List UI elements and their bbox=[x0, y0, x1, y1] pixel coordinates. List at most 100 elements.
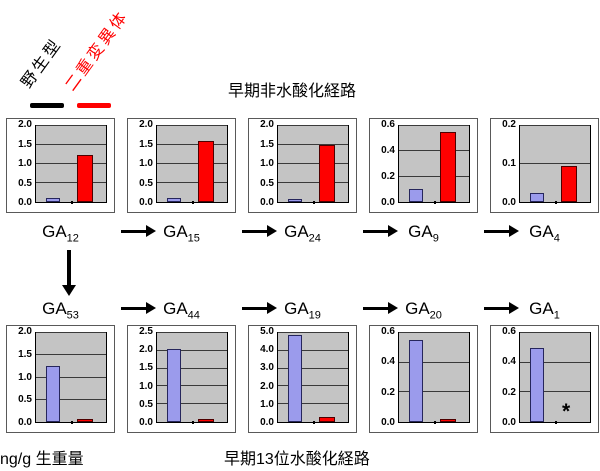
y-tick-label: 0.4 bbox=[502, 356, 516, 368]
gridline bbox=[157, 403, 227, 405]
arrow-right-icon bbox=[242, 302, 277, 314]
bar-wildtype bbox=[45, 366, 61, 422]
y-tick-label: 0.0 bbox=[502, 417, 516, 428]
legend-swatch-wildtype bbox=[30, 103, 64, 108]
y-tick-label: 1.5 bbox=[139, 362, 153, 374]
compound-label-GA24: GA24 bbox=[284, 222, 321, 245]
y-tick-label: 5.0 bbox=[260, 326, 274, 337]
gridline bbox=[36, 376, 106, 378]
compound-subscript: 53 bbox=[66, 309, 79, 322]
gridline bbox=[399, 391, 469, 393]
gridline bbox=[520, 361, 590, 363]
compound-subscript: 1 bbox=[553, 309, 560, 322]
legend-label-wildtype: 野生型 bbox=[18, 35, 66, 92]
arrow-right-icon bbox=[363, 302, 398, 314]
gridline bbox=[399, 175, 469, 177]
y-tick-label: 0.4 bbox=[381, 356, 395, 368]
y-tick-label: 0.6 bbox=[381, 119, 395, 130]
compound-label-cell: GA19 bbox=[248, 298, 398, 326]
compound-subscript: 4 bbox=[553, 232, 560, 245]
gridline bbox=[278, 163, 348, 164]
gridline bbox=[399, 332, 469, 333]
bar-wildtype bbox=[408, 189, 424, 202]
x-axis-tick bbox=[71, 421, 73, 424]
gridline bbox=[399, 361, 469, 363]
y-tick-label: 2.0 bbox=[139, 119, 153, 130]
gridline bbox=[278, 349, 348, 351]
bar-wildtype bbox=[45, 198, 61, 202]
bar-double-mutant bbox=[198, 419, 214, 422]
y-tick-label: 2.0 bbox=[139, 344, 153, 356]
bar-wildtype bbox=[529, 347, 545, 422]
compound-label-GA15: GA15 bbox=[163, 222, 200, 245]
y-tick-label: 0.0 bbox=[260, 197, 274, 208]
y-tick-label: 0.6 bbox=[381, 326, 395, 337]
compound-label-GA19: GA19 bbox=[284, 299, 321, 322]
gridline bbox=[278, 182, 348, 183]
compound-label-cell: GA4 bbox=[490, 221, 599, 249]
plot-area bbox=[277, 332, 349, 424]
compound-subscript: 20 bbox=[429, 309, 442, 322]
y-tick-label: 2.5 bbox=[139, 326, 153, 337]
bar-double-mutant bbox=[561, 165, 577, 202]
compound-subscript: 19 bbox=[308, 309, 321, 322]
compound-label-cell: GA53 bbox=[6, 298, 156, 326]
arrow-down-icon bbox=[62, 250, 76, 296]
gridline bbox=[399, 125, 469, 126]
bar-wildtype bbox=[166, 349, 182, 422]
y-tick-label: 0.0 bbox=[18, 417, 32, 428]
compound-label-GA9: GA9 bbox=[408, 222, 439, 245]
bar-wildtype bbox=[287, 199, 303, 202]
y-tick-label: 0.5 bbox=[18, 177, 32, 189]
y-tick-label: 0.4 bbox=[381, 145, 395, 157]
compound-subscript: 12 bbox=[66, 232, 79, 245]
y-tick-label: 2.0 bbox=[18, 119, 32, 130]
pathway-title-13-hydroxylation: 早期13位水酸化経路 bbox=[224, 451, 370, 468]
gridline bbox=[157, 367, 227, 369]
gridline bbox=[157, 349, 227, 351]
bar-double-mutant bbox=[198, 141, 214, 202]
x-axis-tick bbox=[192, 201, 194, 204]
plot-area bbox=[156, 125, 228, 204]
y-tick-label: 0.0 bbox=[260, 417, 274, 428]
bar-double-mutant bbox=[77, 419, 93, 422]
compound-label-GA12: GA12 bbox=[42, 222, 79, 245]
gridline bbox=[520, 163, 590, 164]
compound-label-GA44: GA44 bbox=[163, 299, 200, 322]
arrow-right-icon bbox=[121, 225, 156, 237]
y-tick-label: 0.2 bbox=[502, 386, 516, 398]
y-tick-label: 1.5 bbox=[18, 138, 32, 150]
gridline bbox=[278, 385, 348, 387]
compound-subscript: 44 bbox=[187, 309, 200, 322]
gridline bbox=[36, 144, 106, 145]
y-tick-label: 4.0 bbox=[260, 344, 274, 356]
bar-double-mutant bbox=[319, 145, 335, 202]
gridline bbox=[157, 332, 227, 333]
bar-double-mutant bbox=[440, 132, 456, 202]
legend-swatch-double-mutant bbox=[77, 103, 111, 108]
x-axis-tick bbox=[555, 201, 557, 204]
y-tick-label: 0.0 bbox=[139, 417, 153, 428]
compound-subscript: 9 bbox=[432, 232, 439, 245]
y-tick-label: 0.5 bbox=[260, 177, 274, 189]
y-tick-label: 3.0 bbox=[260, 362, 274, 374]
bar-double-mutant bbox=[319, 416, 335, 422]
legend-label-double-mutant: 二重変異体 bbox=[62, 7, 133, 95]
x-axis-tick bbox=[434, 421, 436, 424]
arrow-right-icon bbox=[484, 302, 519, 314]
y-tick-label: 0.2 bbox=[502, 119, 516, 130]
compound-label-cell: GA15 bbox=[127, 221, 277, 249]
gridline bbox=[278, 144, 348, 145]
x-axis-tick bbox=[434, 201, 436, 204]
compound-label-cell: GA1 bbox=[490, 298, 599, 326]
y-tick-label: 1.5 bbox=[260, 138, 274, 150]
y-tick-label: 1.0 bbox=[260, 398, 274, 410]
y-tick-label: 1.5 bbox=[139, 138, 153, 150]
gridline bbox=[36, 332, 106, 333]
